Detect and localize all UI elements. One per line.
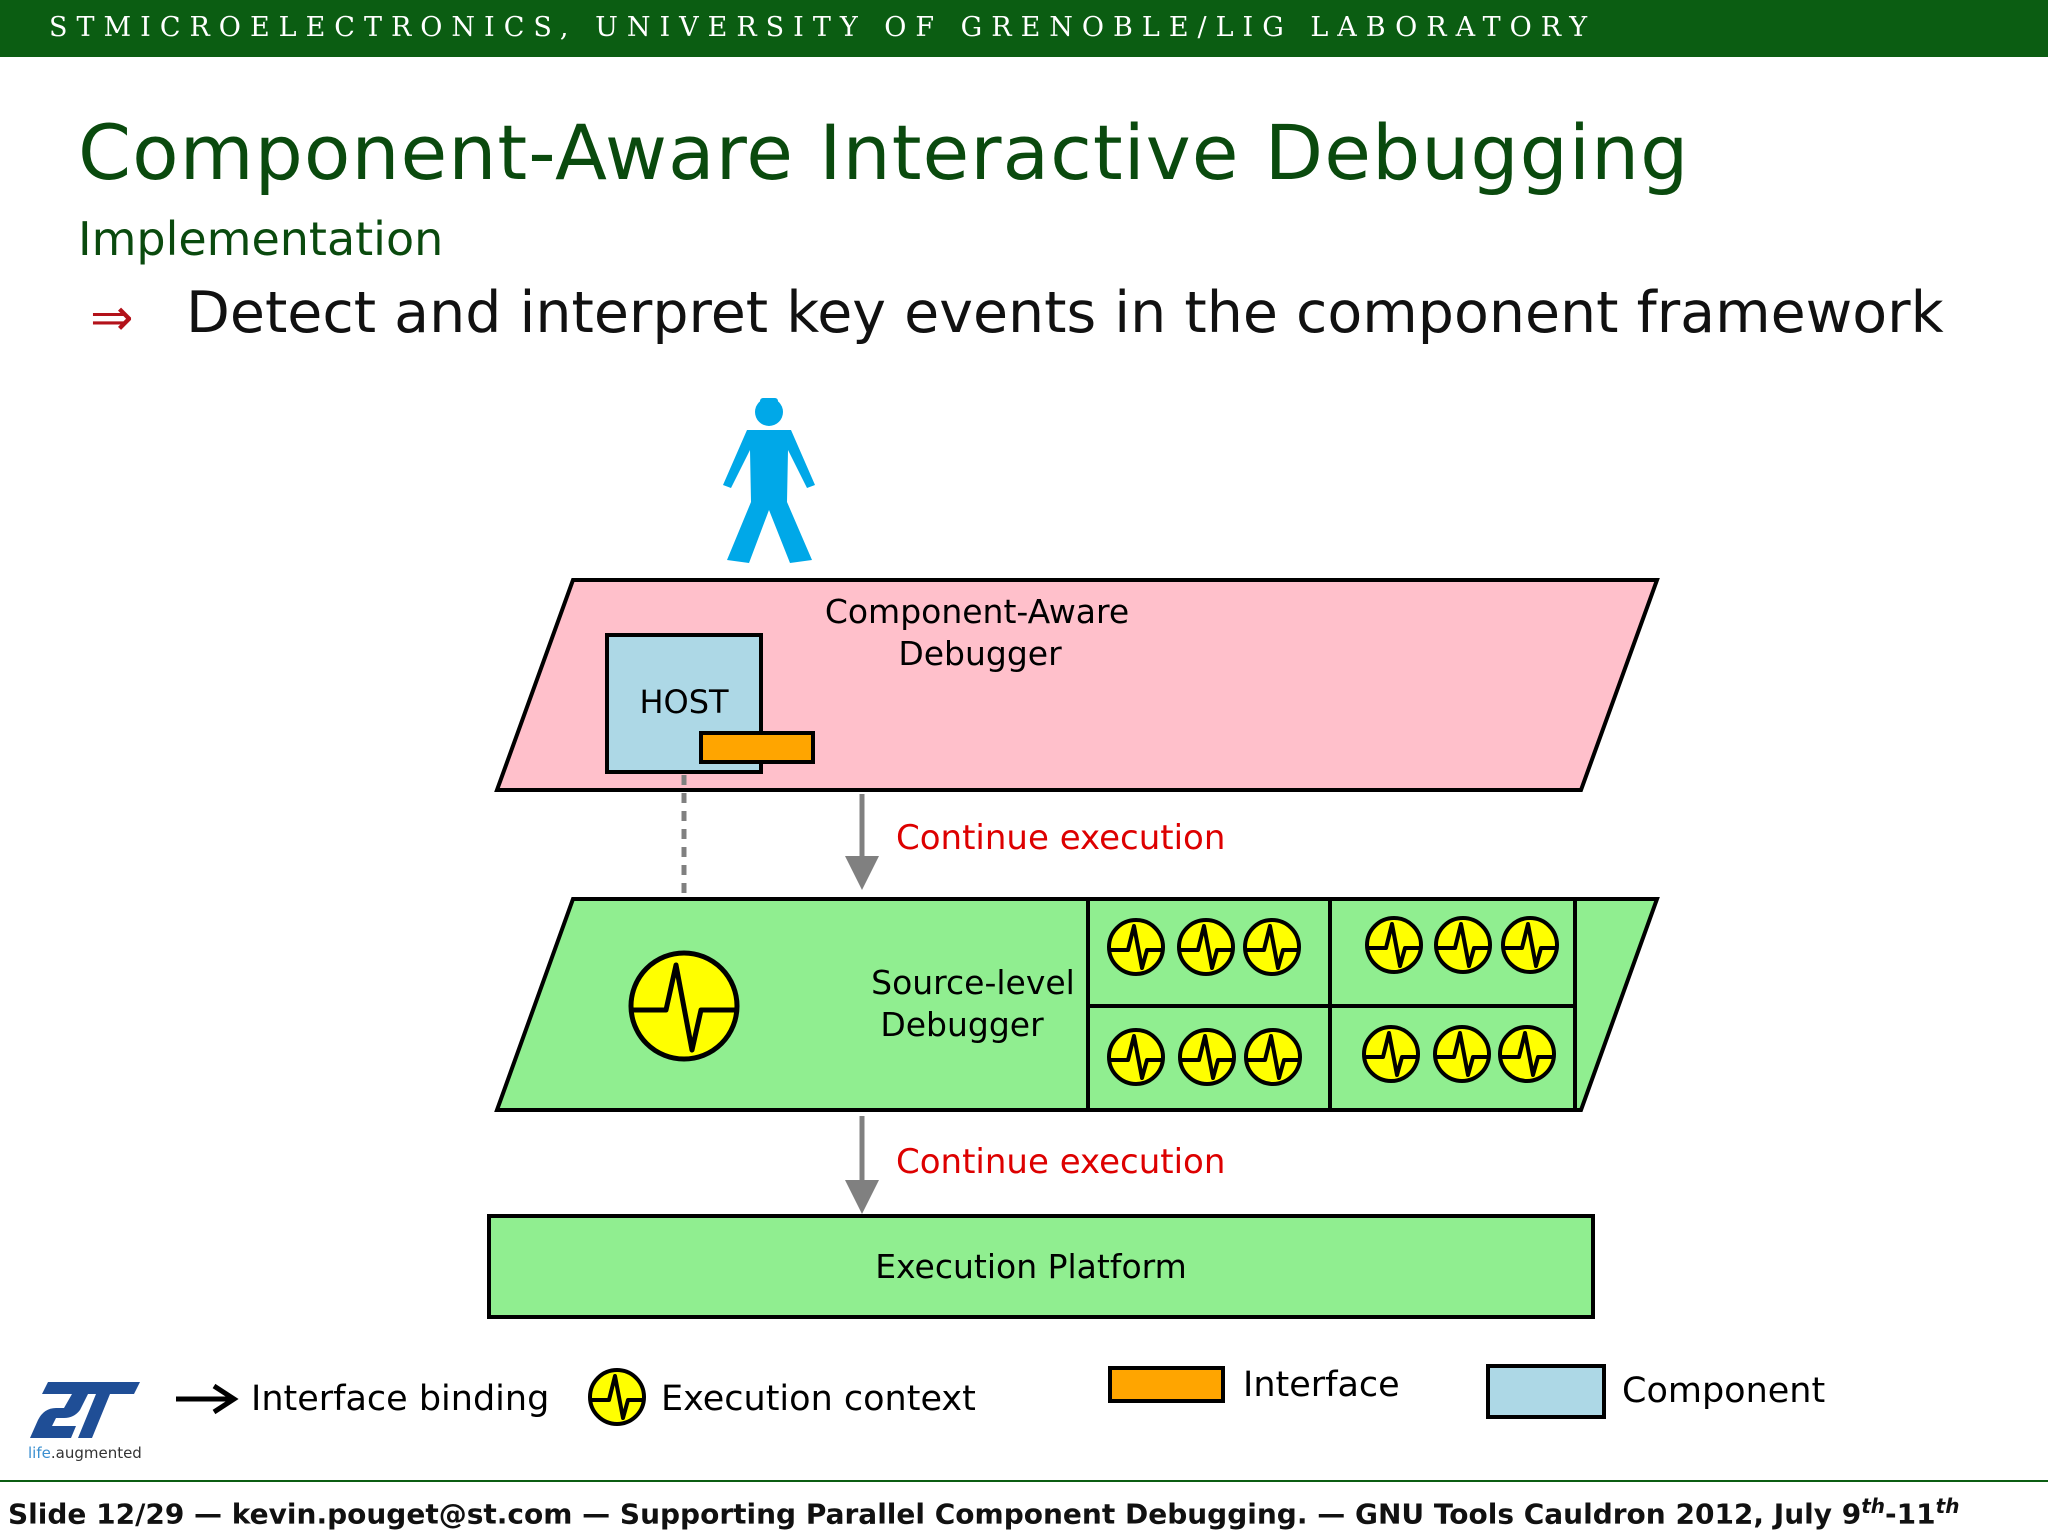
st-tagline-life: life [28,1444,51,1462]
legend: Interface binding Execution context Inte… [176,1364,1825,1426]
legend-component-swatch [1486,1364,1606,1419]
execution-platform-layer [487,1214,1595,1319]
legend-execution-context-icon [588,1368,646,1426]
continue-execution-label-lower: Continue execution [896,1142,1225,1182]
st-logo [30,1382,140,1438]
continue-arrow-upper-head [845,856,879,890]
host-interface [699,731,815,764]
slide-subtitle: Implementation [78,212,444,266]
legend-execution-context: Execution context [661,1379,976,1419]
component-aware-label-line2: Debugger [898,634,1062,673]
execution-context-grid [1086,897,1577,1112]
footer-text: Slide 12/29 — kevin.pouget@st.com — Supp… [8,1497,1862,1531]
slide-title: Component-Aware Interactive Debugging [78,108,1690,197]
st-tagline: life.augmented [28,1444,142,1462]
legend-interface-swatch [1108,1366,1225,1403]
footer-dash: -11 [1885,1497,1936,1531]
header-band [0,0,2048,57]
st-tagline-rest: .augmented [50,1444,142,1462]
execution-platform-label: Execution Platform [875,1247,1187,1286]
source-level-label-line1: Source-level [871,963,1075,1002]
host-label: HOST [639,683,729,721]
header-affiliation: STMICROELECTRONICS, UNIVERSITY OF GRENOB… [49,12,1597,43]
legend-interface-binding: Interface binding [251,1379,549,1419]
footer-sup1: th [1861,1494,1886,1518]
source-level-label-line2: Debugger [880,1005,1044,1044]
footer-sup2: th [1935,1494,1960,1518]
user-person-icon [723,398,815,563]
legend-interface: Interface [1243,1365,1400,1405]
continue-arrow-lower-head [845,1180,879,1214]
continue-execution-label-upper: Continue execution [896,818,1225,858]
footer: Slide 12/29 — kevin.pouget@st.com — Supp… [8,1494,1959,1530]
legend-component: Component [1622,1371,1825,1411]
bullet-text: Detect and interpret key events in the c… [186,280,1944,346]
component-aware-label-line1: Component-Aware [825,592,1129,631]
footer-rule [0,1480,2048,1482]
bullet-arrow-icon: ⇒ [90,288,134,348]
main-execution-context-icon [628,950,740,1062]
